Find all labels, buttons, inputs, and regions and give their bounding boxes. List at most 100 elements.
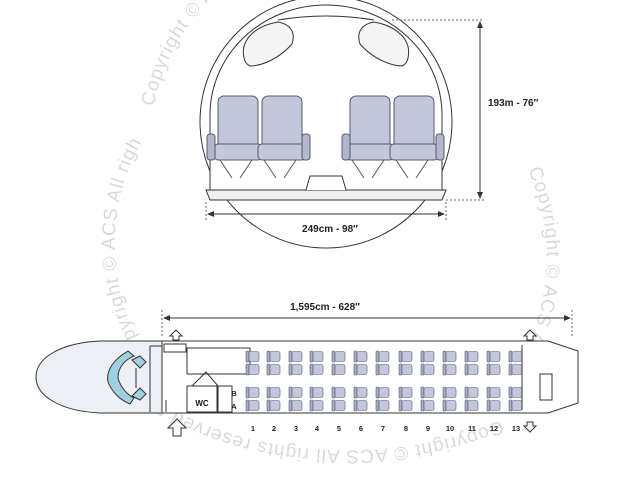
passenger-seat (288, 386, 303, 399)
passenger-seat (508, 386, 523, 399)
passenger-seat (375, 386, 390, 399)
cabin-floor-plan: 1,595cm - 628″ WC D C B A (35, 302, 579, 437)
cross-section-seat-2 (257, 95, 311, 179)
cross-section-seat-4 (389, 95, 445, 179)
row-number: 9 (426, 424, 430, 433)
passenger-seat (442, 399, 457, 412)
passenger-seat-grid (245, 350, 523, 412)
passenger-seat (353, 350, 368, 363)
cabin-cross-section: 193m - 76″ 249cm - 98″ (199, 0, 539, 249)
passenger-seat (464, 399, 479, 412)
passenger-seat (375, 350, 390, 363)
passenger-seat (245, 399, 260, 412)
overhead-bin-right (358, 21, 410, 67)
exit-arrows (166, 329, 538, 437)
passenger-seat (398, 363, 413, 376)
passenger-seat (486, 386, 501, 399)
passenger-seat (266, 363, 281, 376)
passenger-seat (353, 363, 368, 376)
passenger-seat (331, 350, 346, 363)
passenger-seat (353, 386, 368, 399)
cabin-height-dimension: 193m - 76″ (392, 19, 539, 201)
row-number: 4 (315, 424, 320, 433)
passenger-seat (288, 350, 303, 363)
galley (186, 347, 251, 375)
row-number: 11 (468, 424, 476, 433)
passenger-seat (398, 386, 413, 399)
passenger-seat (245, 350, 260, 363)
cabin-height-label: 193m - 76″ (488, 98, 539, 109)
passenger-seat (375, 399, 390, 412)
passenger-seat (331, 363, 346, 376)
row-number: 3 (294, 424, 298, 433)
passenger-seat (464, 350, 479, 363)
passenger-seat (442, 350, 457, 363)
passenger-seat (331, 399, 346, 412)
cabin-width-label: 249cm - 98″ (302, 224, 358, 235)
passenger-seat (508, 399, 523, 412)
cross-section-seat-3 (341, 95, 395, 179)
row-number: 8 (404, 424, 408, 433)
main-door-arrow-up-icon (166, 418, 188, 437)
passenger-seat (420, 399, 435, 412)
cabin-width-dimension: 249cm - 98″ (205, 202, 447, 235)
passenger-seat (245, 363, 260, 376)
cross-section-seat-1 (206, 95, 263, 179)
overhead-bin-left (242, 21, 294, 67)
cabin-floor (205, 189, 447, 201)
rear-galley (539, 373, 553, 401)
passenger-seat (375, 363, 390, 376)
exit-arrow-up-icon (522, 329, 538, 341)
cockpit-bulkhead (149, 345, 162, 412)
forward-cabinet (163, 343, 187, 353)
passenger-seat (309, 350, 324, 363)
passenger-seat (288, 363, 303, 376)
row-number: 10 (446, 424, 454, 433)
passenger-seat (420, 363, 435, 376)
passenger-seat (266, 386, 281, 399)
lavatory (186, 385, 218, 413)
fuselage-outline (35, 340, 163, 414)
passenger-seat (331, 386, 346, 399)
passenger-seat (486, 399, 501, 412)
passenger-seat (420, 386, 435, 399)
seat-column-letter: B (231, 389, 237, 398)
passenger-seat (486, 363, 501, 376)
cabin-length-dimension: 1,595cm - 628″ (161, 302, 573, 338)
watermark-left: Copyright © ACS All rights reserved 2012 (0, 0, 154, 369)
passenger-seat (309, 386, 324, 399)
cabin-length-label: 1,595cm - 628″ (290, 302, 360, 313)
aisle-channel (305, 175, 347, 191)
passenger-seat (420, 350, 435, 363)
passenger-seat (508, 350, 523, 363)
passenger-seat (266, 350, 281, 363)
overhead-panel (277, 15, 375, 21)
passenger-seat (309, 399, 324, 412)
storage-cabinet (217, 385, 233, 413)
passenger-seat (486, 350, 501, 363)
passenger-seat (309, 363, 324, 376)
passenger-seat (288, 399, 303, 412)
row-number: 2 (272, 424, 276, 433)
cockpit-windows (107, 350, 147, 405)
passenger-seat (464, 386, 479, 399)
passenger-seat (266, 399, 281, 412)
passenger-seat (398, 350, 413, 363)
row-number: 13 (512, 424, 520, 433)
exit-arrow-down-icon (522, 421, 538, 433)
row-number: 1 (251, 424, 255, 433)
passenger-seat (508, 363, 523, 376)
row-number: 7 (381, 424, 385, 433)
exit-arrow-up-icon (168, 329, 184, 341)
lavatory-door (191, 371, 219, 387)
seat-column-letter: A (231, 402, 237, 411)
row-number: 5 (337, 424, 341, 433)
passenger-seat (398, 399, 413, 412)
row-number: 12 (490, 424, 498, 433)
passenger-seat (245, 386, 260, 399)
lavatory-wc-label: WC (195, 399, 209, 408)
passenger-seat (442, 363, 457, 376)
row-number: 6 (359, 424, 363, 433)
